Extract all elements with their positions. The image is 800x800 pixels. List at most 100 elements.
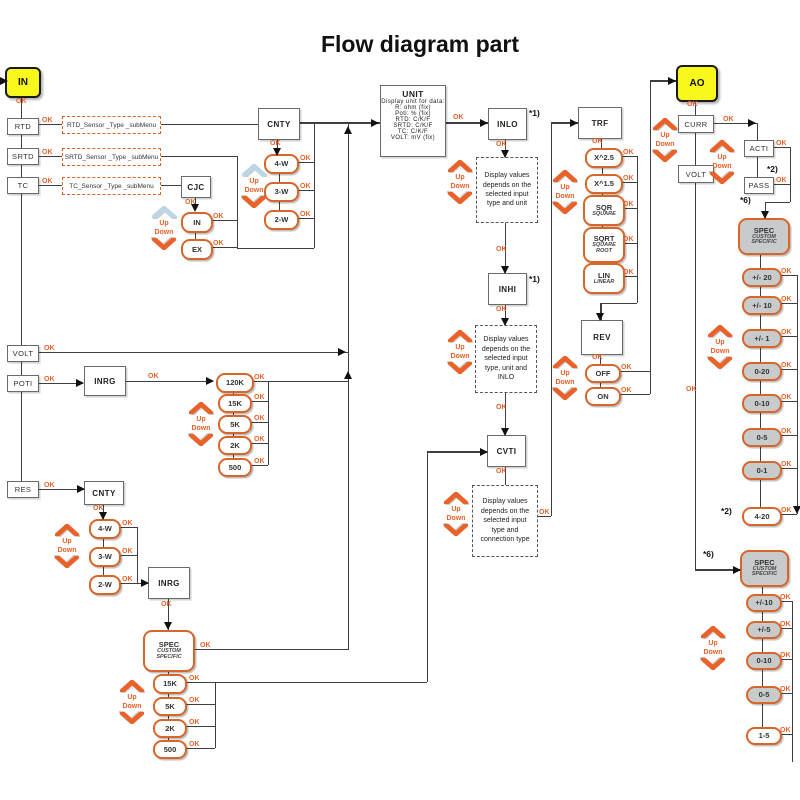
ok-label: OK — [781, 394, 792, 401]
connector-line — [348, 124, 349, 650]
connector-line — [695, 98, 696, 115]
ok-label: OK — [623, 269, 634, 276]
unit-line: TC: C/K/F — [397, 129, 429, 135]
connector-line — [760, 251, 761, 514]
connector-line — [209, 220, 237, 221]
arrowhead — [668, 77, 676, 85]
connector-line — [619, 182, 637, 183]
updown-inrg-top: Up Down — [187, 402, 215, 446]
connector-line — [778, 734, 792, 735]
inrg-bottom-option-2k: 2K — [153, 719, 187, 738]
cnty-bottom-option-3w: 3-W — [89, 547, 121, 567]
up-label: Up — [196, 416, 206, 423]
updown-inrg-bottom: Up Down — [118, 680, 146, 724]
arrowhead — [77, 485, 85, 493]
ok-label: OK — [780, 727, 791, 734]
ok-label: OK — [254, 374, 265, 381]
chevron-down-icon — [444, 524, 468, 536]
ok-label: OK — [44, 345, 55, 352]
chevron-up-icon — [55, 524, 79, 536]
updown-cvti: Up Down — [442, 492, 470, 536]
arrowhead — [793, 506, 800, 514]
connector-line — [778, 369, 797, 370]
up-label: Up — [708, 640, 718, 647]
ok-label: OK — [776, 140, 787, 147]
trf-option-label: SQR — [595, 202, 613, 212]
trf-option-label: SQRT — [593, 234, 615, 244]
down-label: Down — [154, 229, 174, 236]
chevron-down-icon — [55, 556, 79, 568]
node-in: IN — [5, 67, 41, 98]
up-label: Up — [560, 184, 570, 191]
connector-line — [183, 704, 215, 705]
updown-cjc: Up Down — [150, 206, 178, 250]
connector-line — [778, 628, 792, 629]
ok-label: OK — [44, 376, 55, 383]
arrowhead — [596, 313, 604, 321]
connector-line — [757, 155, 758, 177]
cjc-option-in: IN — [181, 212, 213, 233]
node-unit: UNIT Display unit for data: R: ohm (fix)… — [380, 85, 446, 157]
connector-line — [600, 303, 637, 304]
inrg-top-option-5k: 5K — [218, 415, 252, 434]
connector-line — [792, 601, 793, 762]
ok-label: OK — [496, 246, 507, 253]
ok-label: OK — [44, 482, 55, 489]
ok-label: OK — [254, 436, 265, 443]
connector-line — [621, 243, 637, 244]
chevron-up-icon — [189, 402, 213, 414]
spec-sub: CUSTOM SPECIFIC — [751, 565, 778, 578]
arrowhead — [344, 126, 352, 134]
down-label: Down — [244, 187, 264, 194]
ok-label: OK — [496, 468, 507, 475]
arrowhead — [761, 211, 769, 219]
connector-line — [505, 223, 506, 273]
connector-line — [124, 381, 213, 382]
connector-line — [778, 336, 797, 337]
chevron-up-icon — [448, 330, 472, 342]
unit-line: RTD: C/K/F — [395, 117, 431, 123]
connector-line — [37, 352, 348, 353]
up-label: Up — [249, 178, 259, 185]
trf-option-sqrt: SQRT SQUARE ROOT — [583, 227, 625, 263]
ok-label: OK — [453, 114, 464, 121]
connector-line — [427, 452, 428, 682]
connector-line — [195, 229, 196, 239]
node-poti: POTI — [7, 375, 39, 392]
chevron-down-icon — [189, 434, 213, 446]
updown-ranges-current: Up Down — [706, 325, 734, 369]
cjc-option-ex: EX — [181, 239, 213, 260]
connector-line — [117, 583, 148, 584]
chevron-down-icon — [553, 388, 577, 400]
arrowhead — [570, 119, 578, 127]
connector-line — [621, 208, 637, 209]
vrange-0-10: 0-10 — [746, 652, 782, 670]
inrg-bottom-spec: SPEC CUSTOM SPECIFIC — [143, 630, 195, 672]
up-label: Up — [717, 154, 727, 161]
arrowhead — [206, 377, 214, 385]
connector-line — [778, 275, 797, 276]
node-cjc: CJC — [181, 176, 211, 198]
rtd-submenu: RTD_Sensor _Type _subMenu — [62, 116, 161, 134]
node-volt: VOLT — [7, 345, 39, 362]
spec-current: SPEC CUSTOM SPECIFIC — [738, 218, 790, 255]
vrange-0-5: 0-5 — [746, 686, 782, 704]
trf-option-label: LIN — [597, 270, 611, 280]
connector-line — [505, 393, 506, 435]
up-label: Up — [715, 339, 725, 346]
ok-label: OK — [189, 719, 200, 726]
up-label: Up — [159, 220, 169, 227]
connector-line — [207, 247, 237, 248]
range-pm20: +/- 20 — [742, 268, 782, 287]
footnote-1: *1) — [529, 274, 540, 284]
arrowhead — [76, 379, 84, 387]
connector-line — [168, 597, 169, 630]
connector-line — [650, 80, 676, 82]
unit-line: SRTD: C/K/F — [393, 123, 433, 129]
ok-label: OK — [621, 387, 632, 394]
connector-line — [137, 527, 138, 583]
connector-line — [314, 124, 315, 248]
node-inhi: INHI — [488, 273, 527, 305]
ok-label: OK — [780, 621, 791, 628]
chevron-down-icon — [653, 150, 677, 162]
